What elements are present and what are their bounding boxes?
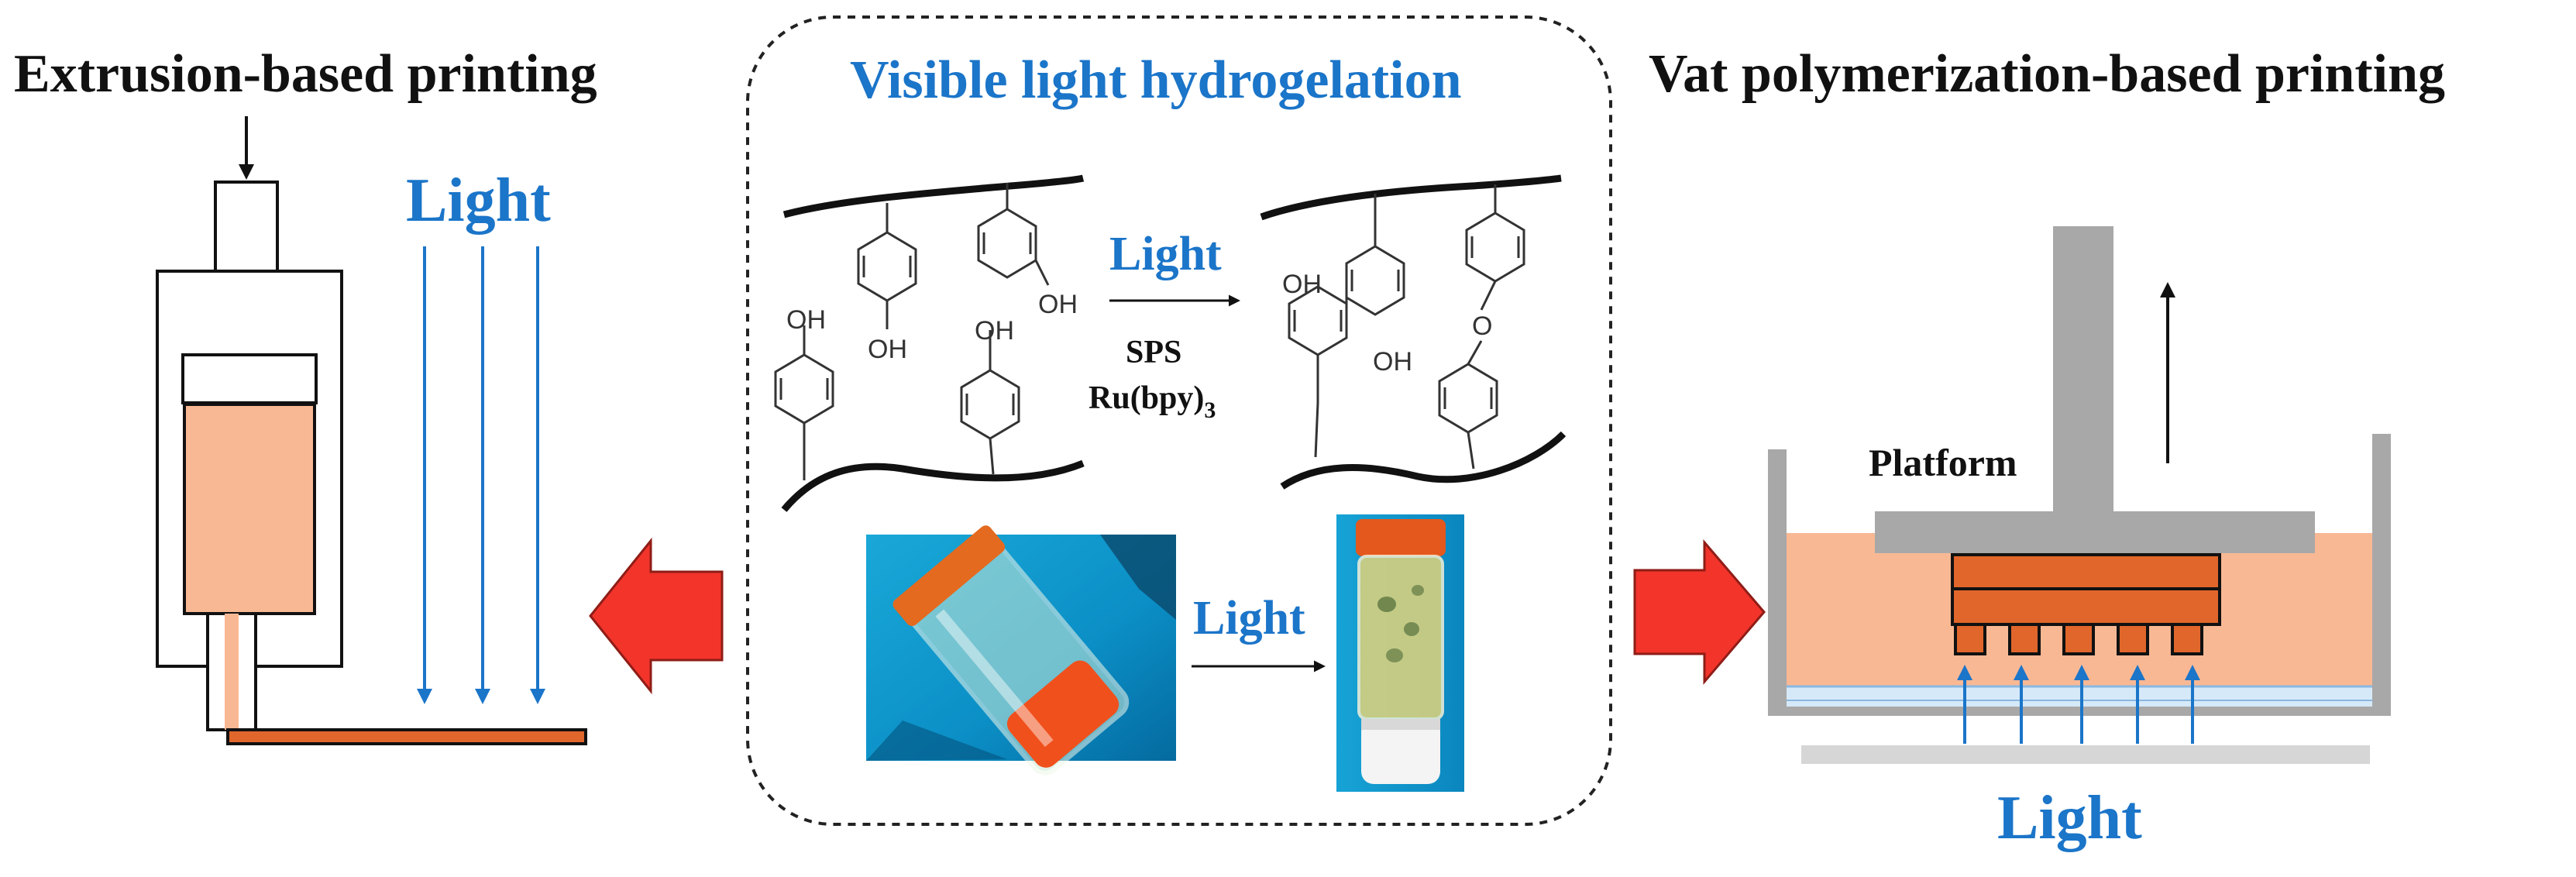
light-rays-right [1957, 665, 2200, 744]
oh-labels-before: OH OH OH OH [786, 290, 1078, 364]
syringe [156, 116, 343, 731]
extrusion-light-label: Light [406, 167, 551, 235]
printed-object [1951, 553, 2221, 655]
ether-o-label: O [1472, 311, 1492, 341]
photo-before [866, 525, 1176, 776]
arrow-to-vat [1633, 538, 1766, 686]
printed-strand [226, 728, 587, 745]
hydrogelation-panel: Visible light hydrogelation [746, 15, 1612, 826]
vat-light-label: Light [1997, 784, 2142, 852]
vat-panel: Vat polymerization-based printing Platfo… [1633, 44, 2445, 852]
oh-labels-after: OH OH [1282, 270, 1412, 377]
svg-text:OH: OH [868, 335, 907, 364]
phenol-groups-before [774, 183, 1050, 480]
reagent-sps: SPS [1126, 335, 1181, 370]
svg-text:OH: OH [1038, 290, 1078, 319]
polymer-chains-after [1260, 174, 1567, 490]
svg-text:OH: OH [1282, 270, 1322, 299]
reaction-light-label: Light [1109, 228, 1222, 280]
extrusion-panel: Extrusion-based printing Light [14, 44, 724, 745]
svg-text:OH: OH [786, 305, 826, 335]
svg-text:OH: OH [1373, 347, 1412, 377]
light-rays-left [417, 246, 545, 704]
vat-title: Vat polymerization-based printing [1649, 44, 2445, 104]
crosslinked-groups-after [1288, 184, 1525, 469]
reagent-ruthenium: Ru(bpy)3 [1089, 380, 1216, 423]
photo-after [1336, 514, 1464, 792]
bioink [183, 403, 316, 615]
svg-text:OH: OH [975, 316, 1014, 346]
polymer-chains-before [781, 174, 1085, 512]
hydrogelation-title: Visible light hydrogelation [850, 50, 1462, 110]
light-source [1801, 745, 2370, 764]
arrow-to-extrusion [589, 537, 724, 695]
build-platform [1875, 226, 2315, 553]
platform-label: Platform [1869, 441, 2017, 484]
center-dashed-frame [746, 15, 1612, 826]
photo-light-label: Light [1193, 592, 1305, 645]
extrusion-title: Extrusion-based printing [14, 44, 597, 104]
